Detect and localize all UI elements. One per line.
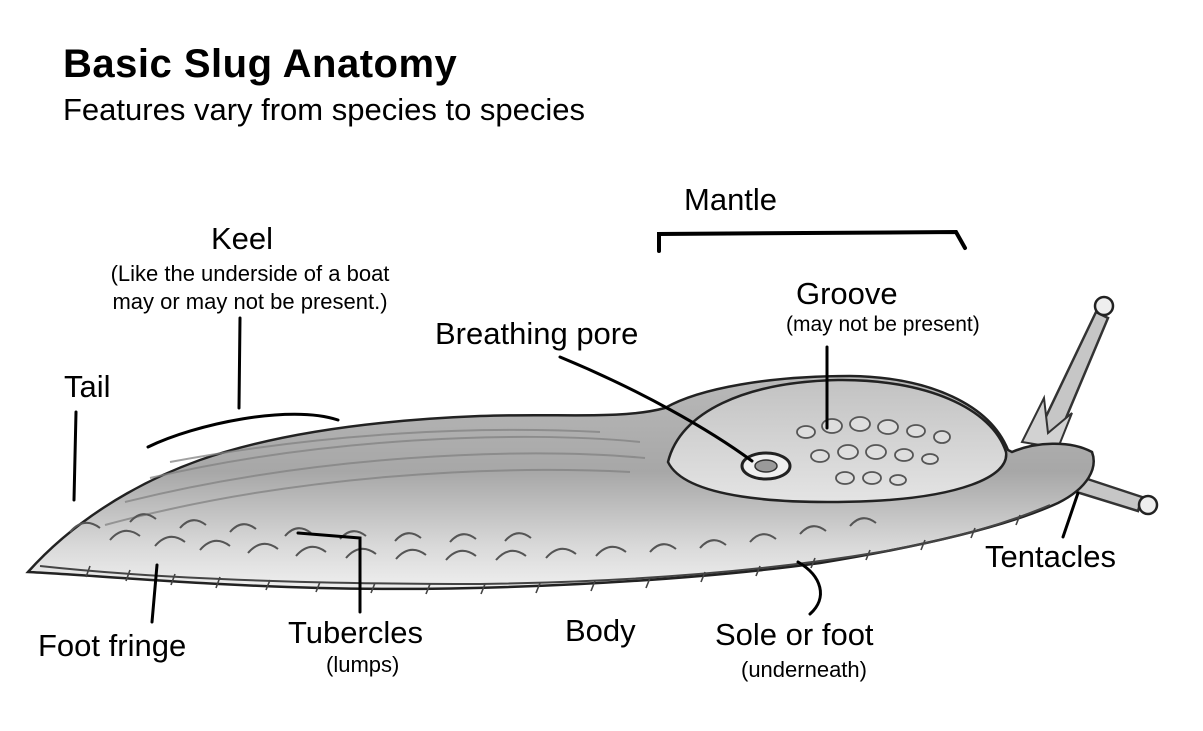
foot-fringe-art bbox=[39, 504, 1051, 595]
body-shading bbox=[104, 428, 646, 526]
keel-note-line2: may or may not be present.) bbox=[112, 288, 388, 314]
foot-fringe-leader-line bbox=[150, 563, 159, 624]
label-body: Body bbox=[565, 613, 636, 648]
label-keel-note: (Like the underside of a boat may or may… bbox=[85, 260, 415, 316]
label-foot-fringe: Foot fringe bbox=[38, 628, 187, 663]
tail-leader-line bbox=[72, 410, 78, 502]
keel-note-line1: (Like the underside of a boat bbox=[110, 261, 390, 286]
mantle-bumps bbox=[796, 416, 951, 486]
page-subtitle: Features vary from species to species bbox=[63, 92, 586, 127]
label-tubercles: Tubercles bbox=[288, 615, 423, 650]
label-groove-note: (may not be present) bbox=[786, 313, 980, 336]
tubercles-leader-line bbox=[296, 531, 362, 614]
tentacles-leader-line bbox=[1061, 491, 1080, 539]
label-breathing-pore: Breathing pore bbox=[435, 316, 639, 351]
label-groove: Groove bbox=[796, 276, 898, 311]
label-mantle: Mantle bbox=[684, 182, 778, 217]
label-sole-or-foot: Sole or foot bbox=[715, 617, 874, 652]
keel-leader-line bbox=[237, 316, 242, 410]
leader-lines bbox=[72, 229, 1080, 624]
label-sole-note: (underneath) bbox=[741, 657, 867, 682]
breathing-pore-art bbox=[740, 451, 792, 481]
keel-curve-line bbox=[146, 412, 340, 449]
label-tubercles-note: (lumps) bbox=[326, 652, 400, 677]
label-keel: Keel bbox=[211, 221, 274, 256]
page-title: Basic Slug Anatomy bbox=[63, 42, 458, 86]
label-tentacles: Tentacles bbox=[985, 539, 1116, 574]
mantle-art bbox=[666, 378, 1008, 504]
mantle-bracket bbox=[657, 229, 967, 253]
label-tail: Tail bbox=[64, 369, 111, 404]
sole-leader-line bbox=[796, 560, 822, 616]
breathing-pore-leader-line bbox=[558, 355, 754, 463]
